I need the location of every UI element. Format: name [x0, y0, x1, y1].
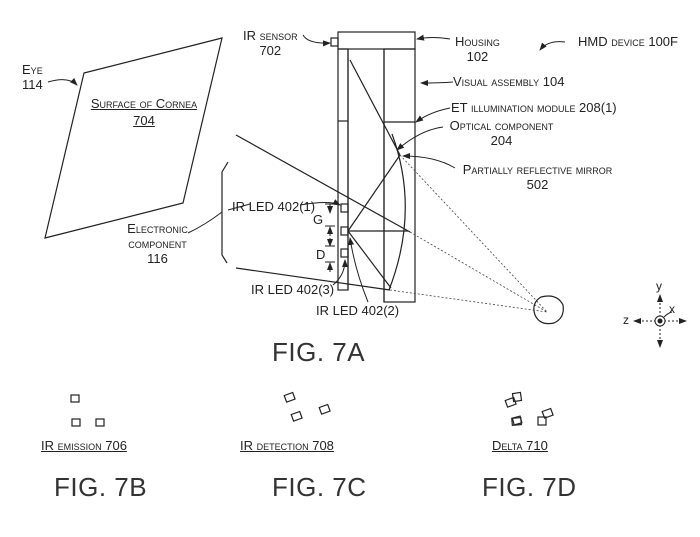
ir-detection-pattern — [283, 391, 331, 422]
optical-component-name: Optical component — [449, 118, 554, 133]
eye-blob — [533, 295, 564, 325]
mirror-number: 502 — [526, 177, 549, 192]
et-module-label: ET illumination module 208(1) — [451, 100, 617, 115]
housing-number: 102 — [466, 49, 489, 64]
electronic-component-name2: component — [128, 236, 187, 251]
ir-led-1 — [340, 203, 349, 213]
optical-component-label: Optical component 204 — [444, 118, 559, 148]
ir-sensor-number: 702 — [259, 43, 282, 58]
ir-sensor-label: IR sensor 702 — [243, 28, 298, 58]
housing — [337, 31, 416, 50]
optical-component-curve — [388, 133, 406, 291]
ir-sensor — [330, 37, 339, 47]
eye-label: Eye 114 — [22, 62, 43, 92]
cornea-name: Surface of Cornea — [90, 96, 198, 111]
ir-emission-label: IR emission 706 — [41, 438, 127, 453]
optical-component-number: 204 — [490, 133, 513, 148]
electronic-strip — [337, 48, 349, 291]
ir-led-1-label: IR LED 402(1) — [232, 199, 316, 214]
axis-y-label: y — [656, 279, 662, 293]
axis-x-label: x — [669, 302, 675, 316]
visual-assembly-label: Visual assembly 104 — [453, 74, 565, 89]
cornea-surface — [44, 37, 223, 239]
axis-z-label: z — [623, 313, 629, 327]
electronic-component-brace — [221, 161, 229, 264]
electronic-component-label: Electronic component 116 — [120, 221, 195, 266]
gap-g-label: G — [313, 212, 324, 227]
housing-name: Housing — [455, 34, 500, 49]
hmd-device-label: HMD device 100F — [578, 34, 678, 49]
gap-d-label: D — [316, 247, 326, 262]
ir-led-3 — [340, 248, 349, 258]
fig-7b-caption: FIG. 7B — [54, 472, 148, 502]
eye-number: 114 — [22, 77, 43, 92]
electronic-component-number: 116 — [147, 251, 168, 266]
delta-pattern — [504, 391, 554, 426]
housing-label: Housing 102 — [455, 34, 500, 64]
axes-indicator — [633, 294, 687, 348]
fig-7a-caption: FIG. 7A — [272, 337, 366, 367]
delta-label: Delta 710 — [492, 438, 548, 453]
ir-led-2 — [340, 226, 349, 236]
eye-name: Eye — [22, 62, 43, 77]
electronic-component-name: Electronic — [127, 221, 188, 236]
mirror-label: Partially reflective mirror 502 — [455, 162, 620, 192]
fig-7d-caption: FIG. 7D — [482, 472, 577, 502]
ir-sensor-name: IR sensor — [243, 28, 298, 43]
ir-detection-label: IR detection 708 — [240, 438, 334, 453]
ir-emission-pattern — [70, 394, 105, 427]
cornea-number: 704 — [133, 113, 155, 128]
mirror-name: Partially reflective mirror — [462, 162, 613, 177]
cornea-label: Surface of Cornea 704 — [84, 96, 204, 128]
ir-led-3-label: IR LED 402(3) — [251, 282, 335, 297]
fig-7c-caption: FIG. 7C — [272, 472, 367, 502]
ir-led-2-label: IR LED 402(2) — [316, 303, 400, 318]
optical-column — [383, 48, 416, 303]
